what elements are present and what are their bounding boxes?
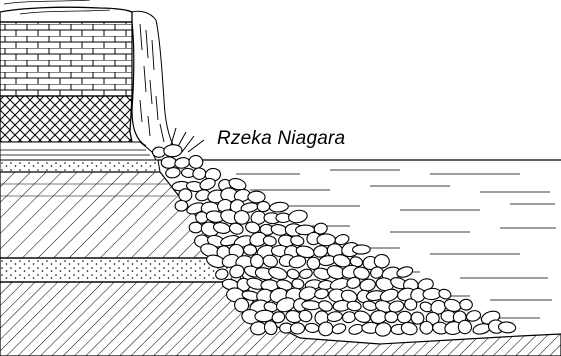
boulder: [290, 323, 304, 334]
boulder: [385, 311, 398, 322]
boulder: [342, 311, 357, 324]
boulder: [331, 322, 347, 335]
boulder: [269, 201, 288, 212]
boulder: [188, 154, 205, 170]
boulder: [374, 254, 390, 268]
boulder: [438, 288, 453, 301]
boulder: [458, 320, 472, 335]
boulder: [163, 144, 182, 157]
boulder: [288, 209, 309, 224]
boulder: [472, 322, 491, 335]
dolomite-crosshatch-layer: [0, 96, 132, 142]
boulder: [305, 323, 319, 333]
boulder: [189, 222, 202, 233]
limestone-brick-layer: [0, 22, 132, 96]
boulder: [250, 321, 266, 335]
river-label: Rzeka Niagara: [217, 128, 345, 150]
boulder: [175, 200, 188, 211]
boulder: [460, 299, 472, 310]
boulder: [257, 201, 269, 211]
boulder: [347, 301, 362, 312]
boulder: [193, 168, 206, 180]
surface-cap-layer: [0, 7, 132, 22]
boulder: [397, 310, 412, 323]
boulder: [286, 268, 300, 280]
waterfall: [132, 11, 204, 152]
boulder: [327, 311, 343, 323]
boulder: [178, 188, 192, 201]
boulder: [299, 268, 314, 280]
thin-band-layer: [0, 142, 156, 160]
boulder: [161, 156, 176, 168]
boulder: [353, 245, 371, 255]
